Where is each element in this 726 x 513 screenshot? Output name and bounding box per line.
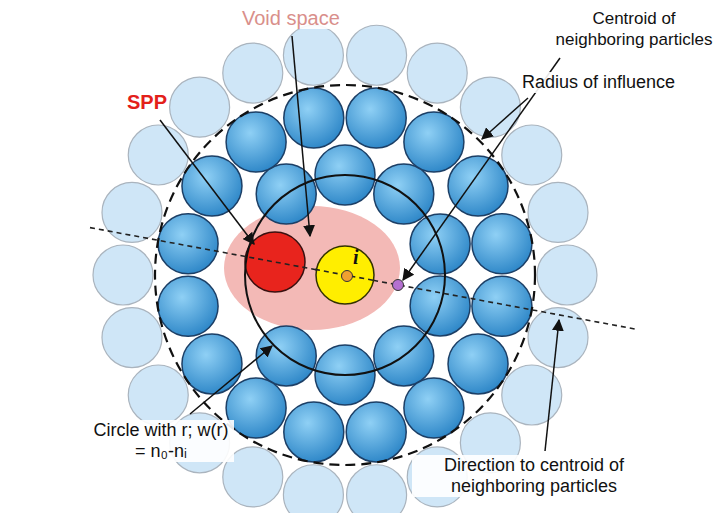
- neighbor-particle: [158, 276, 218, 336]
- leader-line: [482, 98, 528, 139]
- outer-particle: [537, 245, 597, 305]
- leader-line: [545, 320, 559, 451]
- leader-line: [190, 346, 272, 414]
- outer-particle: [407, 43, 467, 103]
- neighbor-particle: [346, 88, 406, 148]
- center-dot: [342, 271, 353, 282]
- callout-label: Circle with r; w(r) = n₀-nᵢ: [88, 420, 234, 462]
- outer-particle: [93, 245, 153, 305]
- neighbor-particle: [346, 402, 406, 462]
- callout-label: Radius of influence: [520, 72, 677, 93]
- region-label: Void space: [240, 8, 342, 29]
- spp-particle: [245, 232, 305, 292]
- outer-particle: [502, 125, 562, 185]
- particle-index: i: [353, 247, 359, 267]
- radius-circle: [245, 175, 445, 375]
- neighbor-particle: [182, 156, 242, 216]
- neighbor-particle: [472, 276, 532, 336]
- outer-particle: [347, 25, 407, 85]
- callout-label: Centroid of neighboring particles: [546, 8, 722, 50]
- neighbor-particle: [158, 214, 218, 274]
- outer-particle: [283, 25, 343, 85]
- outer-particle: [128, 365, 188, 425]
- neighbor-particle: [472, 214, 532, 274]
- outer-particle: [102, 308, 162, 368]
- particle-label: SPP: [125, 92, 169, 113]
- neighbor-particles: [158, 88, 532, 462]
- callout-label: Direction to centroid of neighboring par…: [412, 455, 656, 497]
- direction-line: [90, 228, 635, 329]
- void-space: [224, 206, 400, 330]
- outer-particle: [102, 182, 162, 242]
- neighbor-particle: [284, 402, 344, 462]
- centroid-dot: [393, 280, 404, 291]
- neighbor-particle: [182, 334, 242, 394]
- direction-line: [315, 269, 375, 280]
- leader-line: [292, 36, 310, 236]
- neighbor-particle: [284, 88, 344, 148]
- outer-particle: [170, 77, 230, 137]
- outer-particle: [460, 77, 520, 137]
- outer-particle: [528, 308, 588, 368]
- target-particle: i: [315, 245, 375, 305]
- particle-circle: [316, 246, 374, 304]
- leader-lines: [160, 36, 560, 451]
- outer-particle: [128, 125, 188, 185]
- outer-particle: [283, 465, 343, 513]
- influence-circle: [155, 85, 535, 465]
- outer-particle: [347, 465, 407, 513]
- outer-particle: [223, 43, 283, 103]
- particle-outline: [315, 245, 375, 305]
- leader-line: [160, 120, 254, 244]
- outer-particle: [528, 182, 588, 242]
